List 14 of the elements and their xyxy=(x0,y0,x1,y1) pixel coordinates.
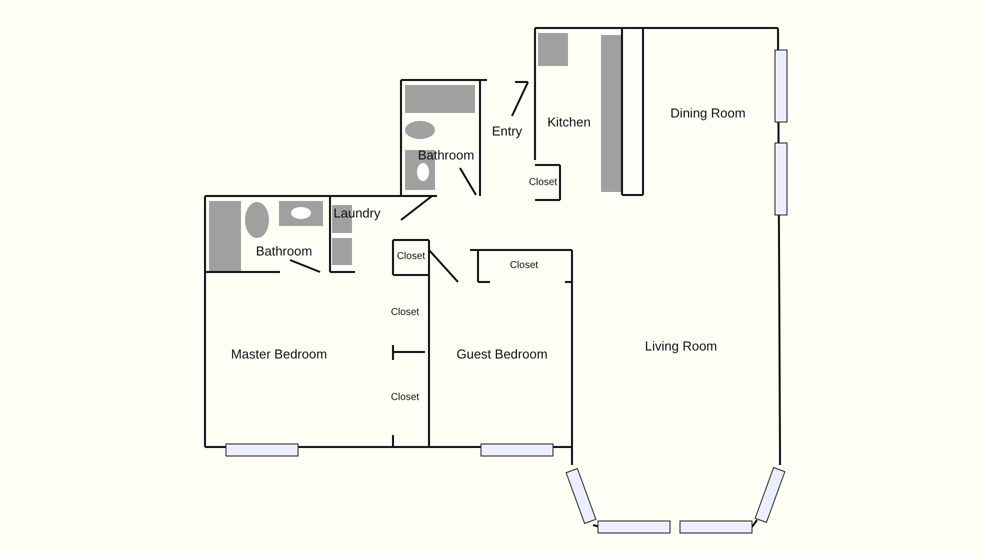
room-label: Closet xyxy=(528,178,558,188)
room-label: Master Bedroom xyxy=(230,348,328,360)
room-label: Bathroom xyxy=(418,148,474,162)
room-label: Entry xyxy=(492,124,522,138)
room-label: Closet xyxy=(510,261,538,271)
room-label: Bathroom xyxy=(256,244,312,258)
room-label: Guest Bedroom xyxy=(456,348,548,360)
room-label: Closet xyxy=(396,252,426,262)
room-label: Kitchen xyxy=(547,116,591,128)
room-label: Laundry xyxy=(334,206,380,220)
room-label: Closet xyxy=(390,308,420,318)
room-label: Dining Room xyxy=(670,106,746,120)
room-label: Closet xyxy=(390,393,420,403)
room-label: Living Room xyxy=(644,340,718,352)
